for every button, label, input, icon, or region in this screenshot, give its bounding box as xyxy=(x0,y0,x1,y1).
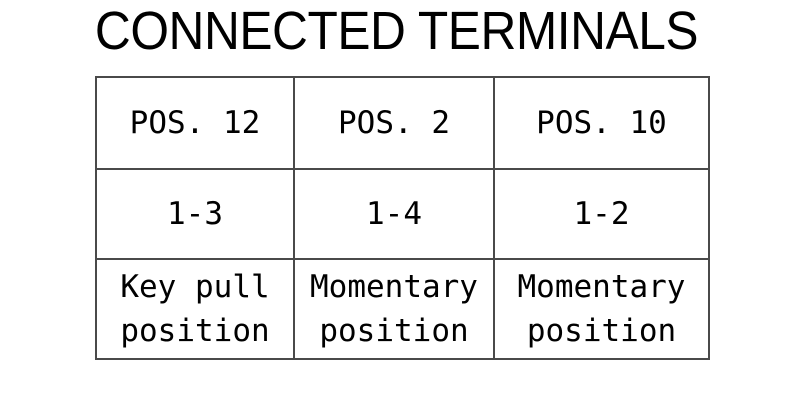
position-header-cell-3: POS. 10 xyxy=(493,76,710,170)
description-line-1a: Key pull xyxy=(120,269,270,305)
description-line-2a: Momentary xyxy=(310,269,478,305)
position-header-cell-2: POS. 2 xyxy=(293,76,495,170)
page-title: CONNECTED TERMINALS xyxy=(94,1,699,61)
table-row-positions: POS. 12 POS. 2 POS. 10 xyxy=(95,76,710,170)
description-cell-3: Momentary position xyxy=(493,258,710,360)
connected-terminals-table: POS. 12 POS. 2 POS. 10 1-3 1-4 1-2 Key p… xyxy=(95,76,710,360)
terminal-pair-cell-2: 1-4 xyxy=(293,168,495,260)
description-line-2b: position xyxy=(319,313,469,349)
description-line-1b: position xyxy=(120,313,270,349)
description-line-3b: position xyxy=(526,313,677,349)
description-line-3a: Momentary xyxy=(517,269,686,305)
table-row-descriptions: Key pull position Momentary position Mom… xyxy=(95,258,710,360)
table-row-terminal-pairs: 1-3 1-4 1-2 xyxy=(95,168,710,260)
terminal-pair-cell-1: 1-3 xyxy=(95,168,295,260)
description-cell-1: Key pull position xyxy=(95,258,295,360)
terminal-pair-cell-3: 1-2 xyxy=(493,168,710,260)
description-cell-2: Momentary position xyxy=(293,258,495,360)
position-header-cell-1: POS. 12 xyxy=(95,76,295,170)
